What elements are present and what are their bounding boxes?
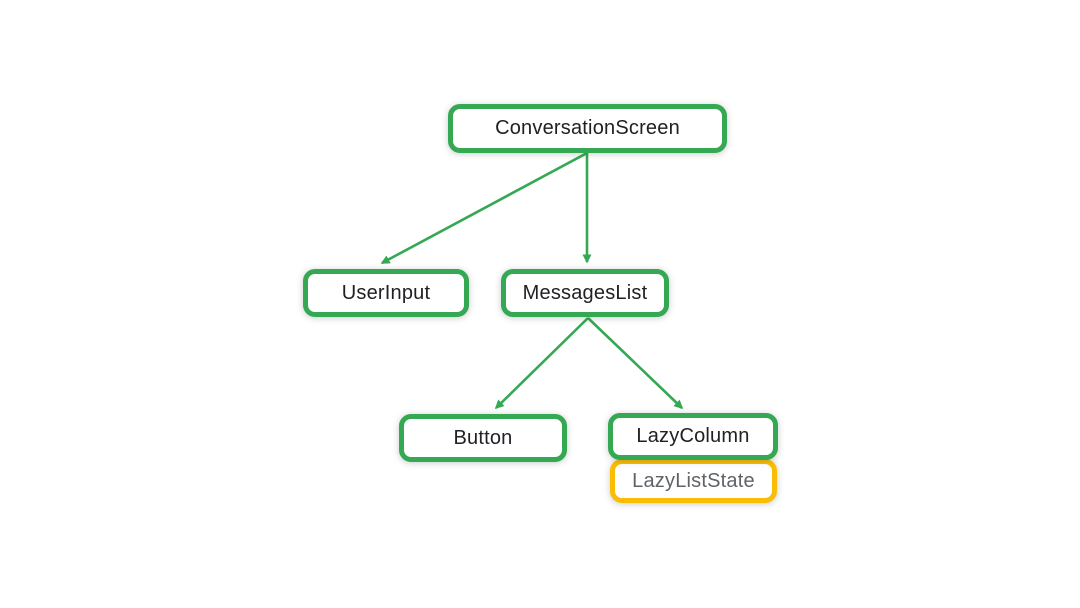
node-lazy-column: LazyColumn [608,413,778,460]
node-conversation-screen: ConversationScreen [448,104,727,153]
node-messages-list: MessagesList [501,269,669,317]
node-conversation-screen-label: ConversationScreen [495,117,680,139]
node-lazy-list-state-label: LazyListState [632,469,755,492]
node-lazy-column-label: LazyColumn [636,425,750,447]
node-messages-list-label: MessagesList [522,281,648,304]
edge-messageslist-button [494,317,589,410]
node-user-input-label: UserInput [341,281,431,304]
edge-messageslist-lazycolumn [587,317,684,410]
node-user-input: UserInput [303,269,469,317]
edge-conversationscreen-userinput [380,151,588,265]
node-lazy-list-state: LazyListState [610,459,777,503]
node-button-label: Button [453,426,513,449]
node-button: Button [399,414,567,462]
